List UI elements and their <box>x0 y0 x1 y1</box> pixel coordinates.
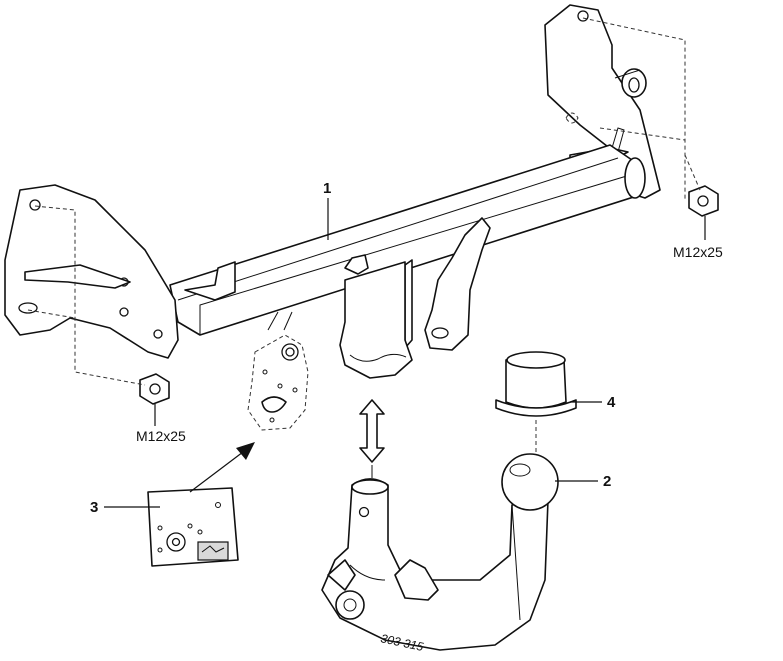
callout-3: 3 <box>90 499 98 516</box>
socket-holder <box>339 261 413 379</box>
bolt-right <box>688 185 719 217</box>
leader-lines <box>104 198 706 508</box>
bolt-label-right: M12x25 <box>673 244 723 260</box>
callout-2: 2 <box>603 473 611 490</box>
beam-tabs <box>184 217 491 351</box>
vertical-adjust-arrow <box>359 399 385 478</box>
callout-4: 4 <box>607 394 616 411</box>
callout-1: 1 <box>323 180 331 197</box>
bolt-left <box>139 373 170 405</box>
instruction-plate <box>147 487 239 567</box>
ball-cap <box>495 351 577 455</box>
bolt-label-left: M12x25 <box>136 428 186 444</box>
left-mounting-bracket <box>4 184 179 359</box>
cross-beam <box>169 144 646 336</box>
tow-ball-neck <box>321 453 559 651</box>
bolt-alignment-lines <box>27 17 701 386</box>
socket-mounting-plate <box>247 311 309 431</box>
installation-arrow <box>189 442 255 493</box>
